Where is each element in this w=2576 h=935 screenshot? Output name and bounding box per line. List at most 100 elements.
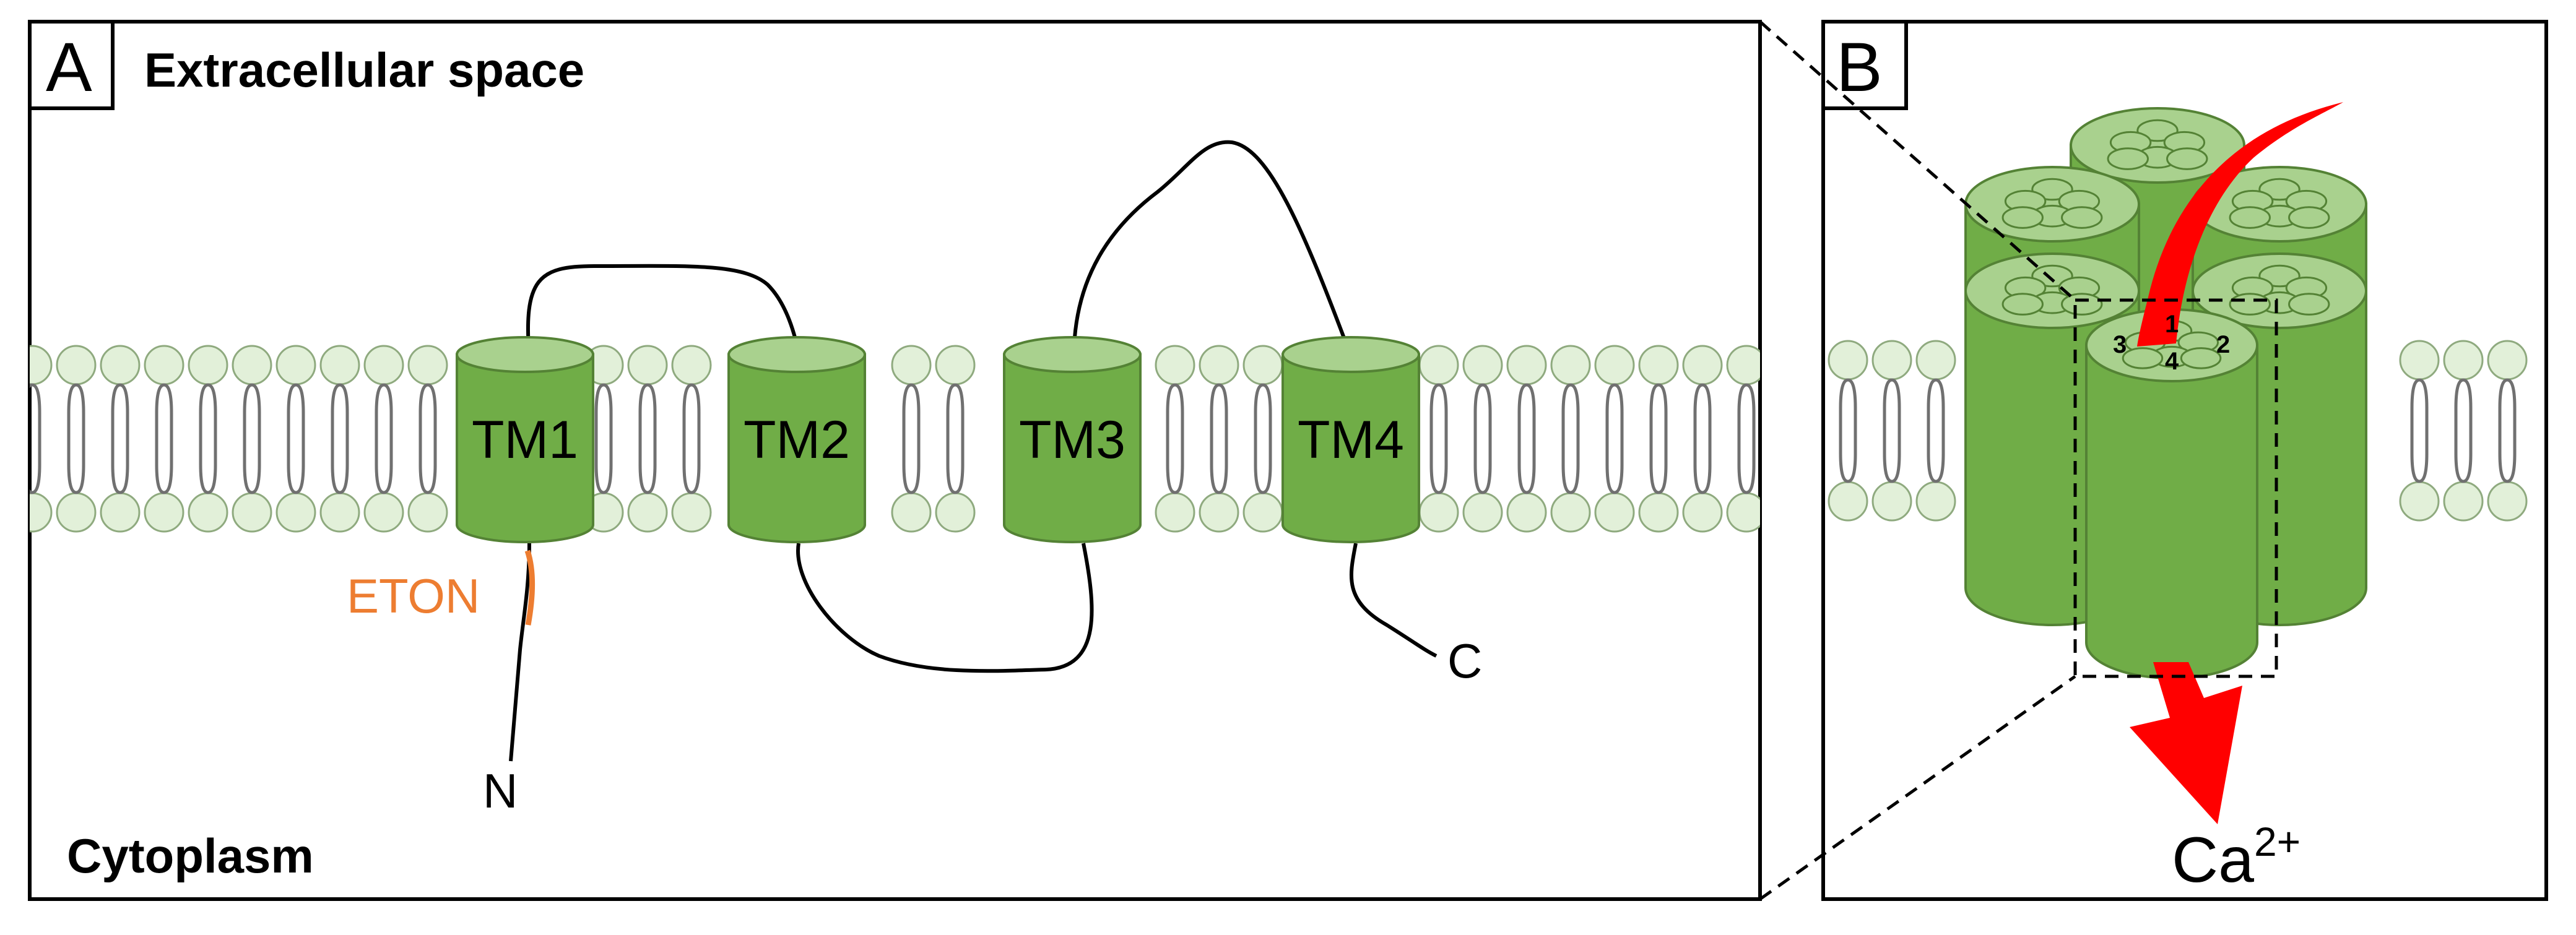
tm-helix-1-body [456,353,594,543]
lipid-head-inner [1155,492,1195,533]
lipid-head-inner [100,492,141,533]
n-terminal-tail [509,543,531,762]
lipid-tail [1693,424,1712,494]
lipid-head-inner [275,492,316,533]
lipid-head-inner [232,492,272,533]
lipid-tail [2498,413,2517,483]
lipid-tail [946,424,965,494]
calcium-flux-arrow-entry [2137,102,2343,347]
lipid-tail [638,424,657,494]
lipid-tail [199,383,217,453]
lipid-head-outer [1828,340,1868,381]
lipid-head-outer [1242,345,1283,386]
phospholipid-pair [30,345,53,533]
lipid-head-inner [363,492,404,533]
lipid-head-outer [1638,345,1679,386]
lipid-head-inner [1506,492,1547,533]
pore-helix [2107,147,2149,170]
pore-helix [2122,347,2164,369]
lipid-tail [2454,413,2473,483]
lipid-head-outer [1550,345,1591,386]
phospholipid-pair [627,345,668,533]
calcium-flux-arrow-exit [2130,662,2242,824]
lipid-tail [2498,378,2517,448]
pore-helix [2288,206,2330,229]
eton-label: ETON [347,569,480,623]
lipid-tail [1254,383,1272,453]
lipid-tail [199,424,217,494]
ion-symbol: Ca [2172,824,2254,896]
phospholipid-pair [1506,345,1547,533]
cytoplasm-label: Cytoplasm [67,829,314,883]
phospholipid-pair [363,345,404,533]
tm-helix-label: TM3 [1019,410,1125,470]
lipid-tail [1693,383,1712,453]
lipid-tail [902,424,921,494]
lipid-head-inner [56,492,97,533]
lipid-tail [30,383,41,453]
lipid-head-outer [100,345,141,386]
lipid-tail [594,383,613,453]
panel-a-letter-label: A [46,28,92,106]
subunit-number-1: 1 [2165,311,2179,338]
lipid-tail [1166,383,1184,453]
lipid-tail [1605,424,1624,494]
loop-tm1-tm2 [526,264,802,361]
lipid-tail [1473,383,1492,453]
phospholipid-pair [407,345,448,533]
tm-helix-3: TM3 [1003,336,1142,543]
subunit-number-3: 3 [2113,331,2127,358]
phospholipid-pair [1871,340,1912,522]
lipid-tail [1429,383,1448,453]
membrane-bilayer-a [30,345,1760,533]
phospholipid-pair [1462,345,1503,533]
lipid-head-inner [1915,481,1956,522]
lipid-head-inner [144,492,184,533]
lipid-tail [1839,413,1857,483]
lipid-head-inner [1682,492,1723,533]
lipid-tail [287,424,305,494]
lipid-head-outer [1915,340,1956,381]
lipid-tail [67,383,85,453]
lipid-head-outer [935,345,976,386]
lipid-head-inner [1418,492,1459,533]
phospholipid-pair [319,345,360,533]
lipid-tail [1473,424,1492,494]
lipid-head-outer [1682,345,1723,386]
tm-helix-2-body [727,353,866,543]
lipid-head-inner [30,492,53,533]
subunit-number-4: 4 [2165,348,2179,375]
pore-helix [2229,293,2271,316]
phospholipid-pair [1199,345,1239,533]
tm-helix-4-body [1281,353,1420,543]
lipid-tail [243,424,261,494]
tm-helix-2-top [727,336,866,373]
lipid-head-inner [1550,492,1591,533]
lipid-head-outer [1594,345,1635,386]
tm-helix-3-top [1003,336,1142,373]
phospholipid-pair [232,345,272,533]
lipid-tail [287,383,305,453]
zoom-box [2073,298,2278,678]
lipid-tail [418,383,437,453]
lipid-head-outer [1462,345,1503,386]
lipid-tail [682,383,701,453]
lipid-tail [1927,413,1945,483]
tm-helix-label: TM1 [472,410,578,470]
lipid-head-outer [2487,340,2528,381]
pore-helix [2288,293,2330,316]
phospholipid-pair [2399,340,2440,522]
lipid-head-outer [275,345,316,386]
lipid-head-outer [1418,345,1459,386]
lipid-tail [594,424,613,494]
lipid-head-inner [1638,492,1679,533]
lipid-tail [1737,424,1756,494]
phospholipid-pair [1682,345,1723,533]
lipid-tail [418,424,437,494]
phospholipid-pair [1726,345,1760,533]
lipid-tail [2410,378,2429,448]
lipid-tail [30,424,41,494]
lipid-head-inner [1828,481,1868,522]
phospholipid-pair [188,345,228,533]
